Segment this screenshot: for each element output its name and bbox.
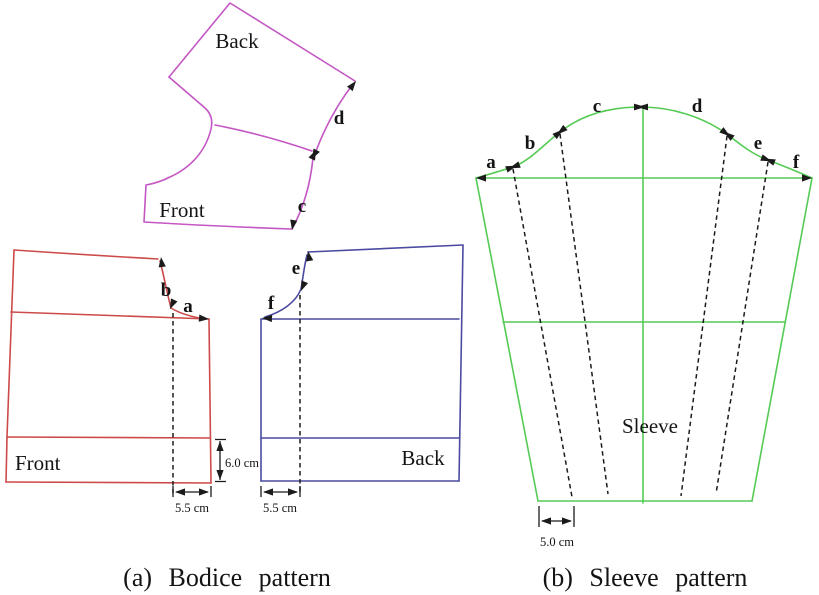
notch-marker (505, 161, 521, 173)
bodice-panel: Back Front d c 6.0 cm (5, 2, 464, 592)
yoke-back-label: Back (215, 29, 259, 53)
notch-marker (719, 127, 735, 141)
front-hem-dimension: 6.0 cm (215, 438, 259, 483)
arrowhead-icon (263, 488, 273, 496)
front-piece-label: Front (15, 451, 61, 475)
arrowhead-icon (216, 441, 224, 451)
sleeve-seg-label-c: c (593, 96, 601, 117)
sleeve-left-edge (475, 177, 539, 502)
arrowhead-icon (562, 517, 572, 525)
sleeve-caption: (b) Sleeve pattern (543, 563, 748, 592)
back-right-edge (458, 244, 464, 482)
notch-marker (552, 124, 568, 140)
front-left-edge (5, 249, 15, 483)
arrowhead-icon (170, 298, 178, 309)
hem-depth-value: 6.0 cm (225, 456, 259, 470)
back-offset-dimension: 5.5 cm (260, 486, 301, 515)
front-seg-label-b: b (161, 280, 172, 301)
arrowhead-icon (541, 517, 551, 525)
sleeve-piece-label: Sleeve (622, 414, 678, 438)
arrowhead-icon (175, 488, 185, 496)
arrowhead-icon (262, 314, 273, 323)
slash-line (512, 168, 573, 498)
sleeve-seg-label-f: f (793, 152, 800, 173)
front-offset-dimension: 5.5 cm (172, 486, 212, 515)
yoke-edge-c (291, 157, 314, 230)
front-bodice-pattern (5, 249, 212, 484)
notch-marker (634, 103, 648, 111)
back-piece-label: Back (401, 446, 445, 470)
yoke-seg-label-d: d (334, 108, 345, 129)
dimension-line (538, 506, 575, 527)
arrowhead-icon (198, 314, 209, 322)
sleeve-seg-label-a: a (486, 152, 496, 173)
sleeve-seg-label-e: e (754, 133, 762, 154)
sleeve-pattern (475, 106, 813, 504)
front-arrow-marks (158, 257, 209, 322)
back-top-edge (307, 244, 464, 253)
arrowhead-icon (306, 251, 314, 262)
sleeve-offset-dimension: 5.0 cm (538, 506, 575, 549)
sleeve-cap-notch-markers (505, 103, 776, 173)
yoke-seg-label-c: c (298, 196, 306, 217)
yoke-edge-d (315, 83, 354, 152)
arrowhead-icon (288, 488, 298, 496)
front-chest-line (10, 311, 210, 320)
arrowhead-icon (301, 280, 309, 291)
back-arrow-marks (262, 251, 314, 323)
arrowhead-icon (216, 470, 224, 480)
notch-arrow-icon (723, 131, 735, 141)
sleeve-slash-lines (512, 133, 769, 498)
sleeve-seg-label-b: b (525, 133, 536, 154)
arrowhead-icon (347, 81, 356, 92)
back-edge-f (264, 288, 302, 318)
notch-arrow-icon (556, 124, 568, 135)
yoke-seam-line (214, 124, 313, 152)
yoke-top-edges (168, 2, 356, 82)
slash-line (715, 161, 769, 495)
bodice-caption: (a) Bodice pattern (123, 563, 331, 592)
arrowhead-icon (158, 257, 166, 268)
biceps-line-arrows (476, 174, 812, 182)
front-offset-value: 5.5 cm (175, 501, 209, 515)
yoke-neck-curve (143, 76, 292, 230)
yoke-front-label: Front (159, 198, 205, 222)
sleeve-seg-label-d: d (692, 96, 703, 117)
front-hem-line (6, 436, 211, 439)
sleeve-offset-value: 5.0 cm (540, 535, 574, 549)
back-bodice-pattern (260, 244, 464, 482)
sleeve-right-edge (751, 177, 813, 502)
back-seg-label-e: e (292, 258, 300, 279)
front-bottom-edge (5, 481, 212, 484)
arrowhead-icon (476, 174, 486, 182)
arrowhead-icon (290, 219, 298, 230)
front-right-edge (208, 318, 212, 484)
back-offset-value: 5.5 cm (263, 501, 297, 515)
back-seg-label-f: f (268, 293, 275, 314)
sleeve-panel: 5.0 cm a b c d e f Sleeve (b) Sleeve pat… (475, 96, 813, 592)
notch-arrow-icon (509, 161, 521, 169)
notch-marker (760, 154, 776, 166)
front-top-edge (13, 249, 159, 260)
arrowhead-icon (312, 148, 320, 159)
arrowhead-icon (802, 174, 812, 182)
slash-line (680, 135, 728, 497)
front-seg-label-a: a (183, 296, 193, 317)
yoke-arrow-marks (290, 81, 356, 230)
notch-arrow-icon (637, 103, 648, 111)
arrowhead-icon (199, 488, 209, 496)
notch-arrow-icon (764, 158, 776, 166)
slash-line (559, 133, 609, 495)
